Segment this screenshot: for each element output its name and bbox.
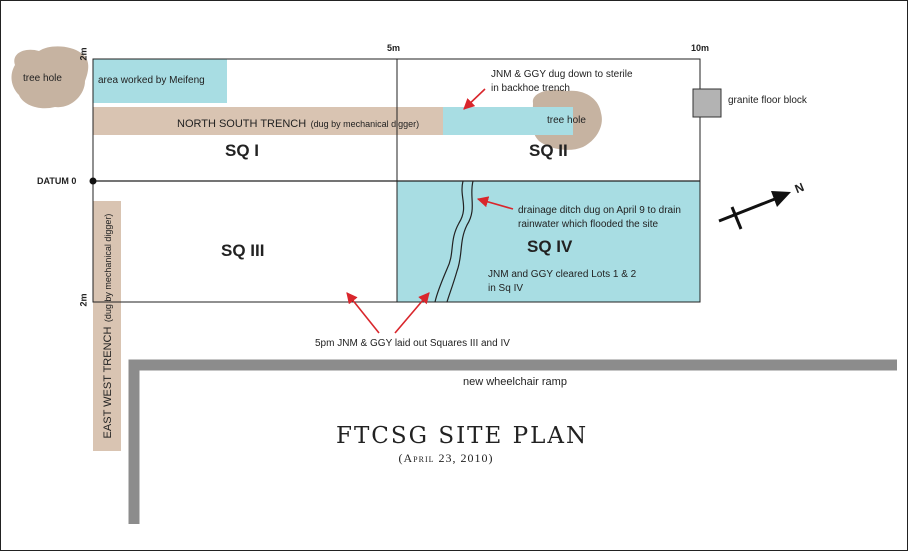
datum-point [89, 177, 97, 185]
granite-floor-block [692, 88, 722, 118]
arrow-drainage [476, 196, 514, 210]
area-meifeng-label: area worked by Meifeng [98, 75, 205, 86]
scale-top-10m: 10m [691, 43, 710, 53]
sq3-label: SQ III [221, 241, 265, 260]
annotation-sterile-line2: in backhoe trench [491, 83, 570, 94]
annotation-sterile-line1: JNM & GGY dug down to sterile [491, 69, 633, 80]
backhoe-trench-fill [443, 107, 573, 135]
ramp-label: new wheelchair ramp [463, 376, 567, 388]
drainage-ditch-line-a [434, 180, 465, 303]
arrow-sterile [463, 88, 486, 110]
sq4-label: SQ IV [527, 237, 573, 256]
east-west-trench-note: (dug by mechanical digger) [103, 213, 113, 323]
tree-hole-left-label: tree hole [23, 73, 62, 84]
sq1-label: SQ I [225, 141, 260, 160]
east-west-trench-title: EAST WEST TRENCH [102, 326, 114, 439]
drainage-ditch-line-b [446, 180, 474, 303]
north-south-trench-title: NORTH SOUTH TRENCH [177, 118, 307, 130]
sq4-excavated-fill [397, 181, 700, 302]
annotation-drainage-line1: drainage ditch dug on April 9 to drain [518, 205, 681, 216]
tree-hole-right-label: tree hole [547, 115, 586, 126]
datum-label: DATUM 0 [37, 176, 77, 186]
annotation-drainage: drainage ditch dug on April 9 to drain r… [518, 204, 681, 232]
title-block: FTCSG SITE PLAN (April 23, 2010) [336, 423, 589, 466]
granite-block-label: granite floor block [728, 95, 807, 106]
sq2-label: SQ II [529, 141, 568, 160]
north-south-trench-label: NORTH SOUTH TRENCH (dug by mechanical di… [177, 114, 419, 132]
page-subtitle: (April 23, 2010) [398, 451, 494, 465]
page-title: FTCSG SITE PLAN [336, 423, 589, 449]
arrow-layout-left [346, 292, 380, 334]
scale-top-5m: 5m [387, 43, 401, 53]
tree-hole-left-blob [11, 46, 89, 109]
annotation-layout: 5pm JNM & GGY laid out Squares III and I… [315, 338, 510, 349]
east-west-trench-fill [93, 201, 121, 451]
annotation-lots-line1: JNM and GGY cleared Lots 1 & 2 [488, 269, 637, 280]
annotation-drainage-line2: rainwater which flooded the site [518, 219, 659, 230]
arrow-layout-right [394, 292, 430, 334]
annotation-sterile: JNM & GGY dug down to sterile in backhoe… [491, 68, 633, 96]
scale-left-2m: 2m [78, 293, 89, 307]
wheelchair-ramp [128, 359, 897, 524]
annotation-lots-line2: in Sq IV [488, 283, 524, 294]
annotation-lots: JNM and GGY cleared Lots 1 & 2 in Sq IV [488, 268, 636, 296]
north-arrow-icon [718, 191, 791, 230]
area-meifeng-fill [93, 59, 227, 103]
north-south-trench-fill [93, 107, 443, 135]
scale-top-2m: 2m [78, 47, 89, 61]
north-south-trench-note: (dug by mechanical digger) [310, 119, 420, 129]
